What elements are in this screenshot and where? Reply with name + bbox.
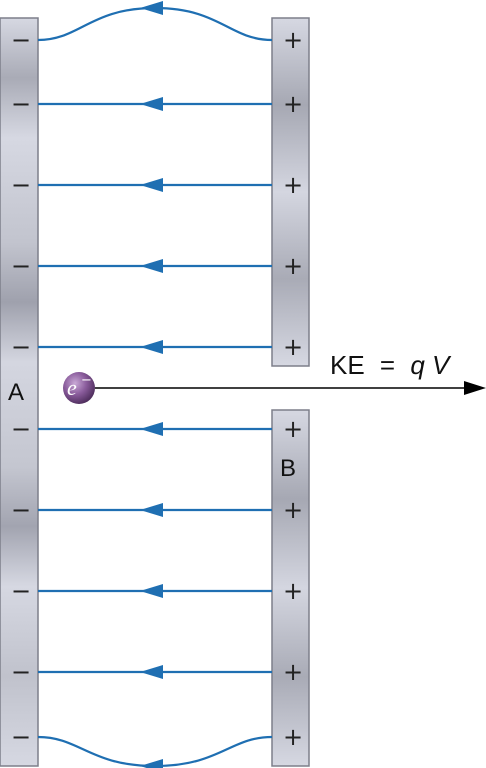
ke-v: V [432, 350, 452, 380]
minus-sign: − [11, 658, 31, 686]
field-arrow-icon [140, 97, 163, 111]
plus-sign: + [283, 577, 303, 605]
negative-charges: − − − − − − − − − − [11, 26, 31, 751]
minus-sign: − [11, 577, 31, 605]
plate-b-label: B [280, 455, 296, 482]
field-line [37, 6, 273, 42]
minus-sign: − [11, 415, 31, 443]
minus-sign: − [11, 252, 31, 280]
plus-sign: + [283, 171, 303, 199]
field-lines [37, 1, 273, 768]
plus-sign: + [283, 415, 303, 443]
plus-sign: + [283, 26, 303, 54]
ke-equals: = [380, 350, 395, 380]
electron-charge: − [81, 373, 92, 388]
field-arrow-icon [140, 503, 163, 517]
field-arrow-icon [140, 178, 163, 192]
field-arrow-icon [140, 1, 163, 15]
plus-sign: + [283, 333, 303, 361]
electron-symbol: e [67, 375, 77, 400]
minus-sign: − [11, 26, 31, 54]
field-arrow-icon [140, 759, 163, 768]
minus-sign: − [11, 496, 31, 524]
plate-a [0, 17, 39, 767]
plus-sign: + [283, 90, 303, 118]
positive-charges: + + + + + + + + + + [283, 26, 303, 751]
plus-sign: + [283, 723, 303, 751]
field-arrow-icon [140, 340, 163, 354]
ke-equation: KE = q V [330, 350, 452, 380]
arrow-head [464, 381, 486, 395]
plus-sign: + [283, 496, 303, 524]
plus-sign: + [283, 252, 303, 280]
field-arrow-icon [140, 584, 163, 598]
minus-sign: − [11, 333, 31, 361]
minus-sign: − [11, 171, 31, 199]
field-arrow-icon [140, 665, 163, 679]
plate-b-upper [271, 17, 310, 367]
ke-q: q [410, 350, 425, 380]
plus-sign: + [283, 658, 303, 686]
electron-icon: e − [63, 372, 95, 404]
field-arrow-icon [140, 259, 163, 273]
plate-b-lower [271, 409, 310, 767]
ke-lhs: KE [330, 350, 365, 380]
minus-sign: − [11, 723, 31, 751]
minus-sign: − [11, 90, 31, 118]
plate-a-label: A [8, 379, 24, 406]
field-arrow-icon [140, 422, 163, 436]
